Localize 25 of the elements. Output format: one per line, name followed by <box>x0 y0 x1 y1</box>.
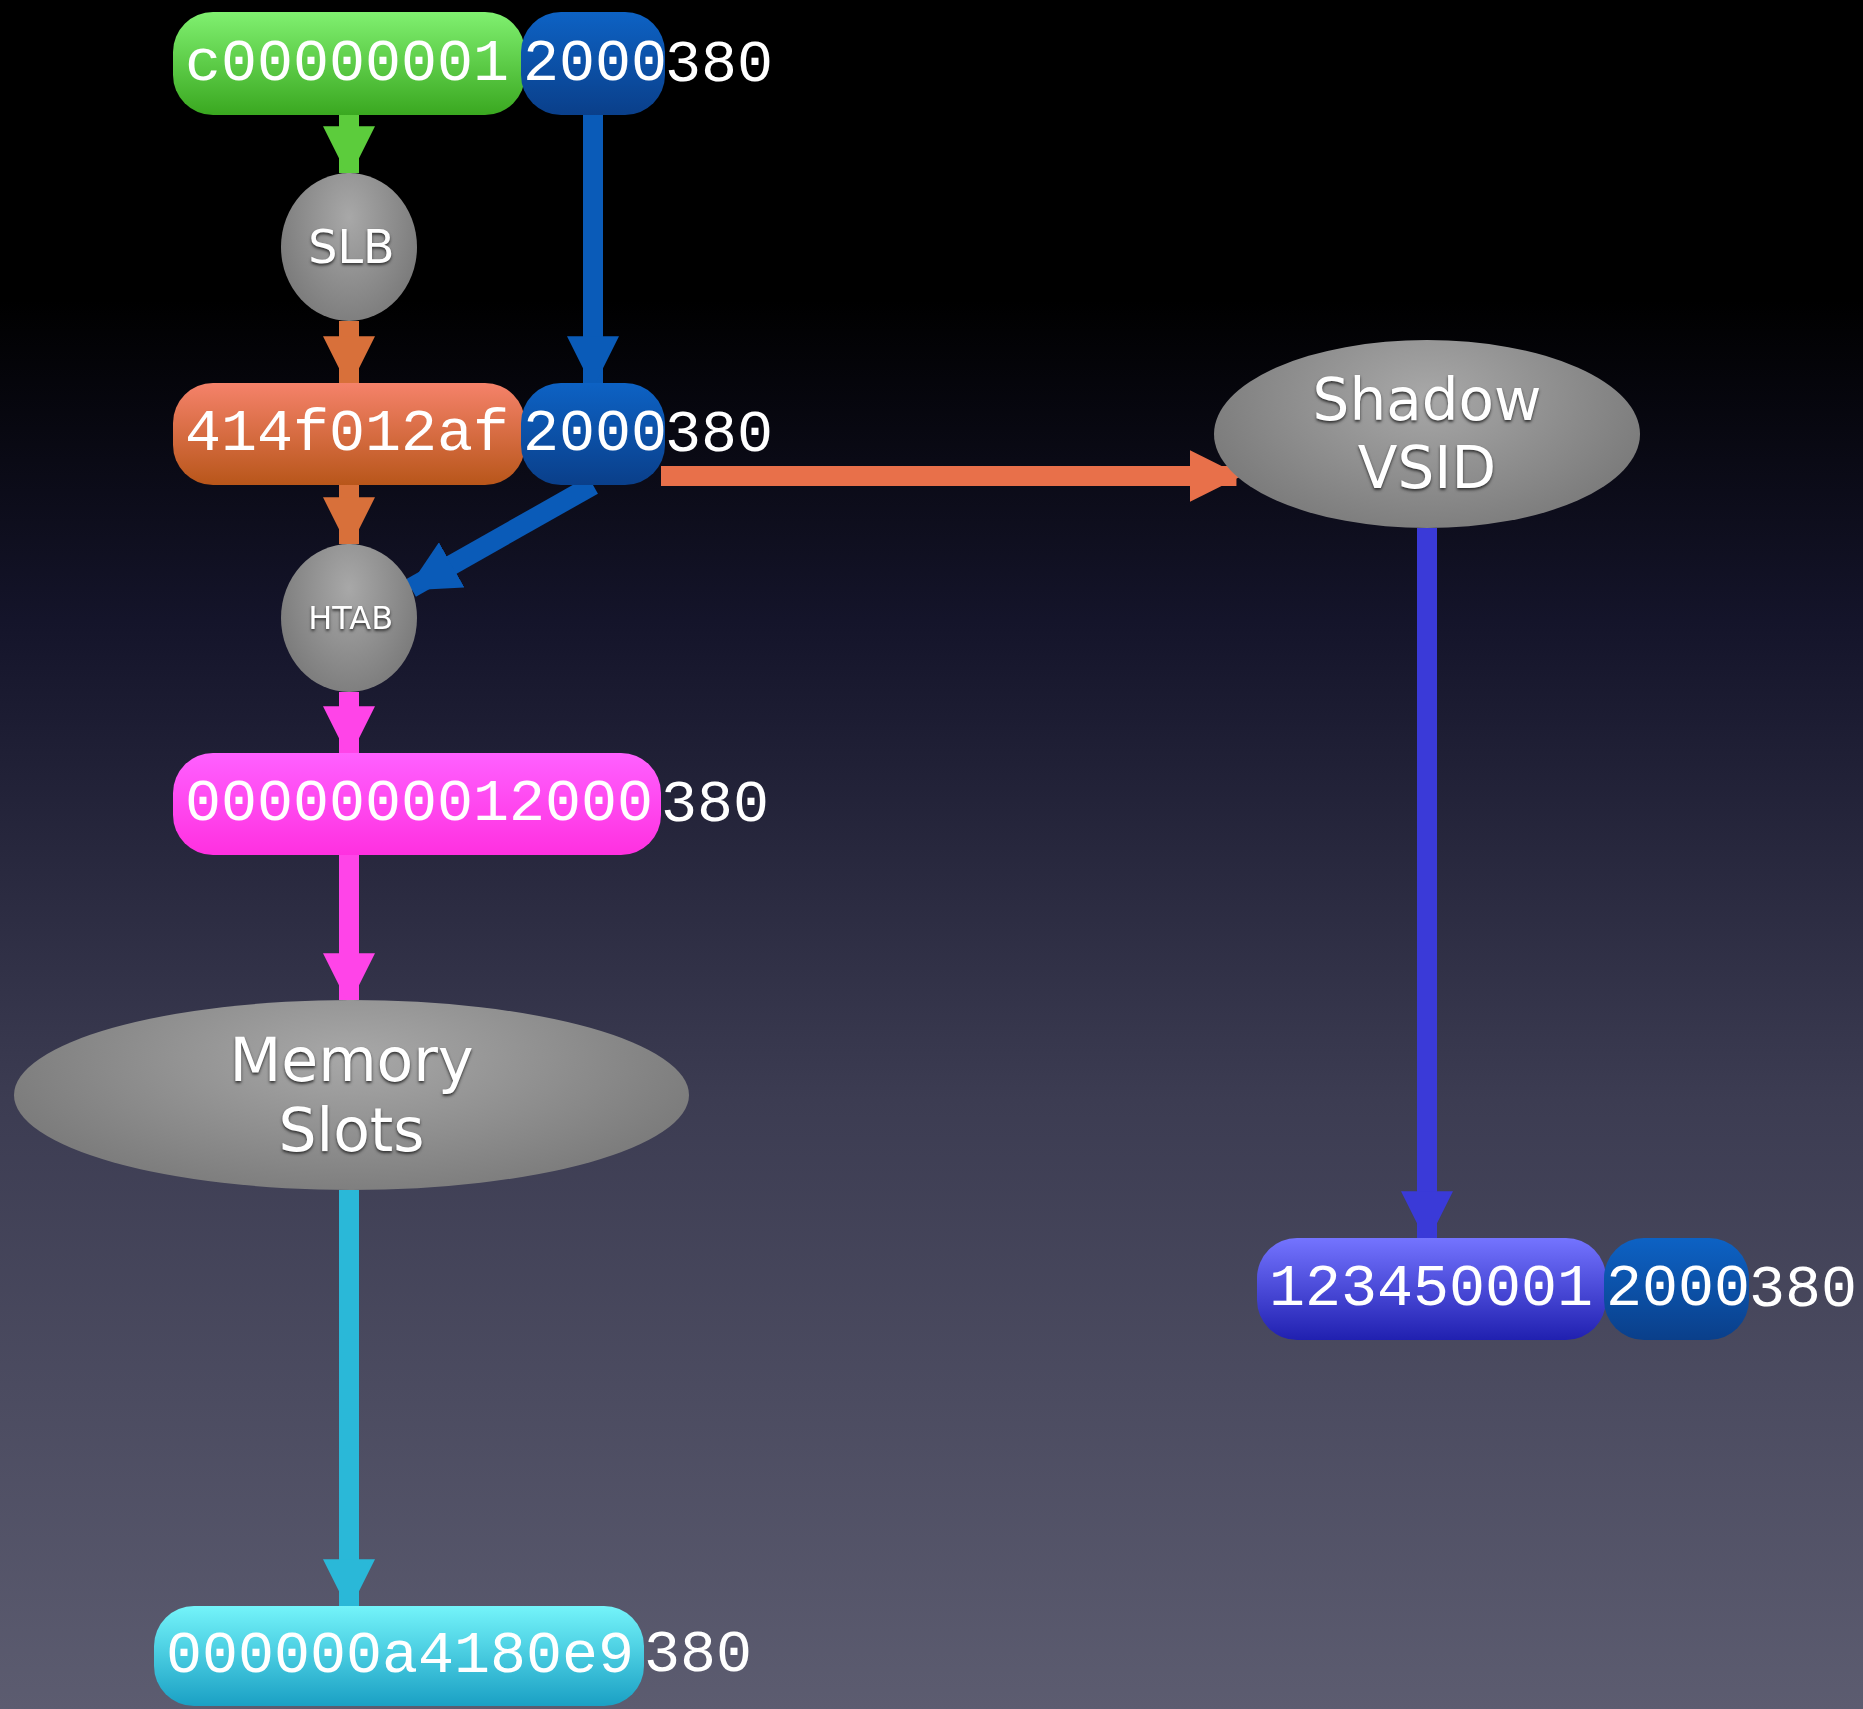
hex-segment-pill <box>173 753 661 855</box>
hex-digits: 414f012af <box>185 400 510 468</box>
hex-digits: 2000 <box>523 400 668 468</box>
hex-segment-pill <box>173 12 525 115</box>
hex-segment-pill <box>521 12 665 115</box>
hex-digits: 2000 <box>523 29 668 98</box>
hex-digits: 0000000012000 <box>185 770 654 838</box>
hex-digits: c00000001 <box>185 29 510 98</box>
node-label: Memory Slots <box>228 1025 475 1165</box>
hex-segment-pill <box>521 383 665 485</box>
hex-digits: 380 <box>665 405 774 465</box>
node-label: Shadow VSID <box>1311 366 1543 502</box>
node-label: HTAB <box>308 599 390 637</box>
hex-digits: 000000a4180e9 <box>166 1622 635 1690</box>
hex-segment-pill <box>1257 1238 1606 1340</box>
hex-digits: 123450001 <box>1269 1255 1594 1323</box>
hex-segment-pill <box>154 1606 644 1706</box>
hex-digits: 380 <box>1749 1260 1858 1320</box>
hex-segment-pill <box>1604 1238 1749 1340</box>
hex-digits: 380 <box>644 1625 753 1685</box>
node-label: SLB <box>308 220 390 274</box>
hex-digits: 380 <box>661 775 770 835</box>
hex-segment-pill <box>173 383 525 485</box>
hex-digits: 2000 <box>1606 1255 1751 1323</box>
hex-digits: 380 <box>665 35 774 95</box>
